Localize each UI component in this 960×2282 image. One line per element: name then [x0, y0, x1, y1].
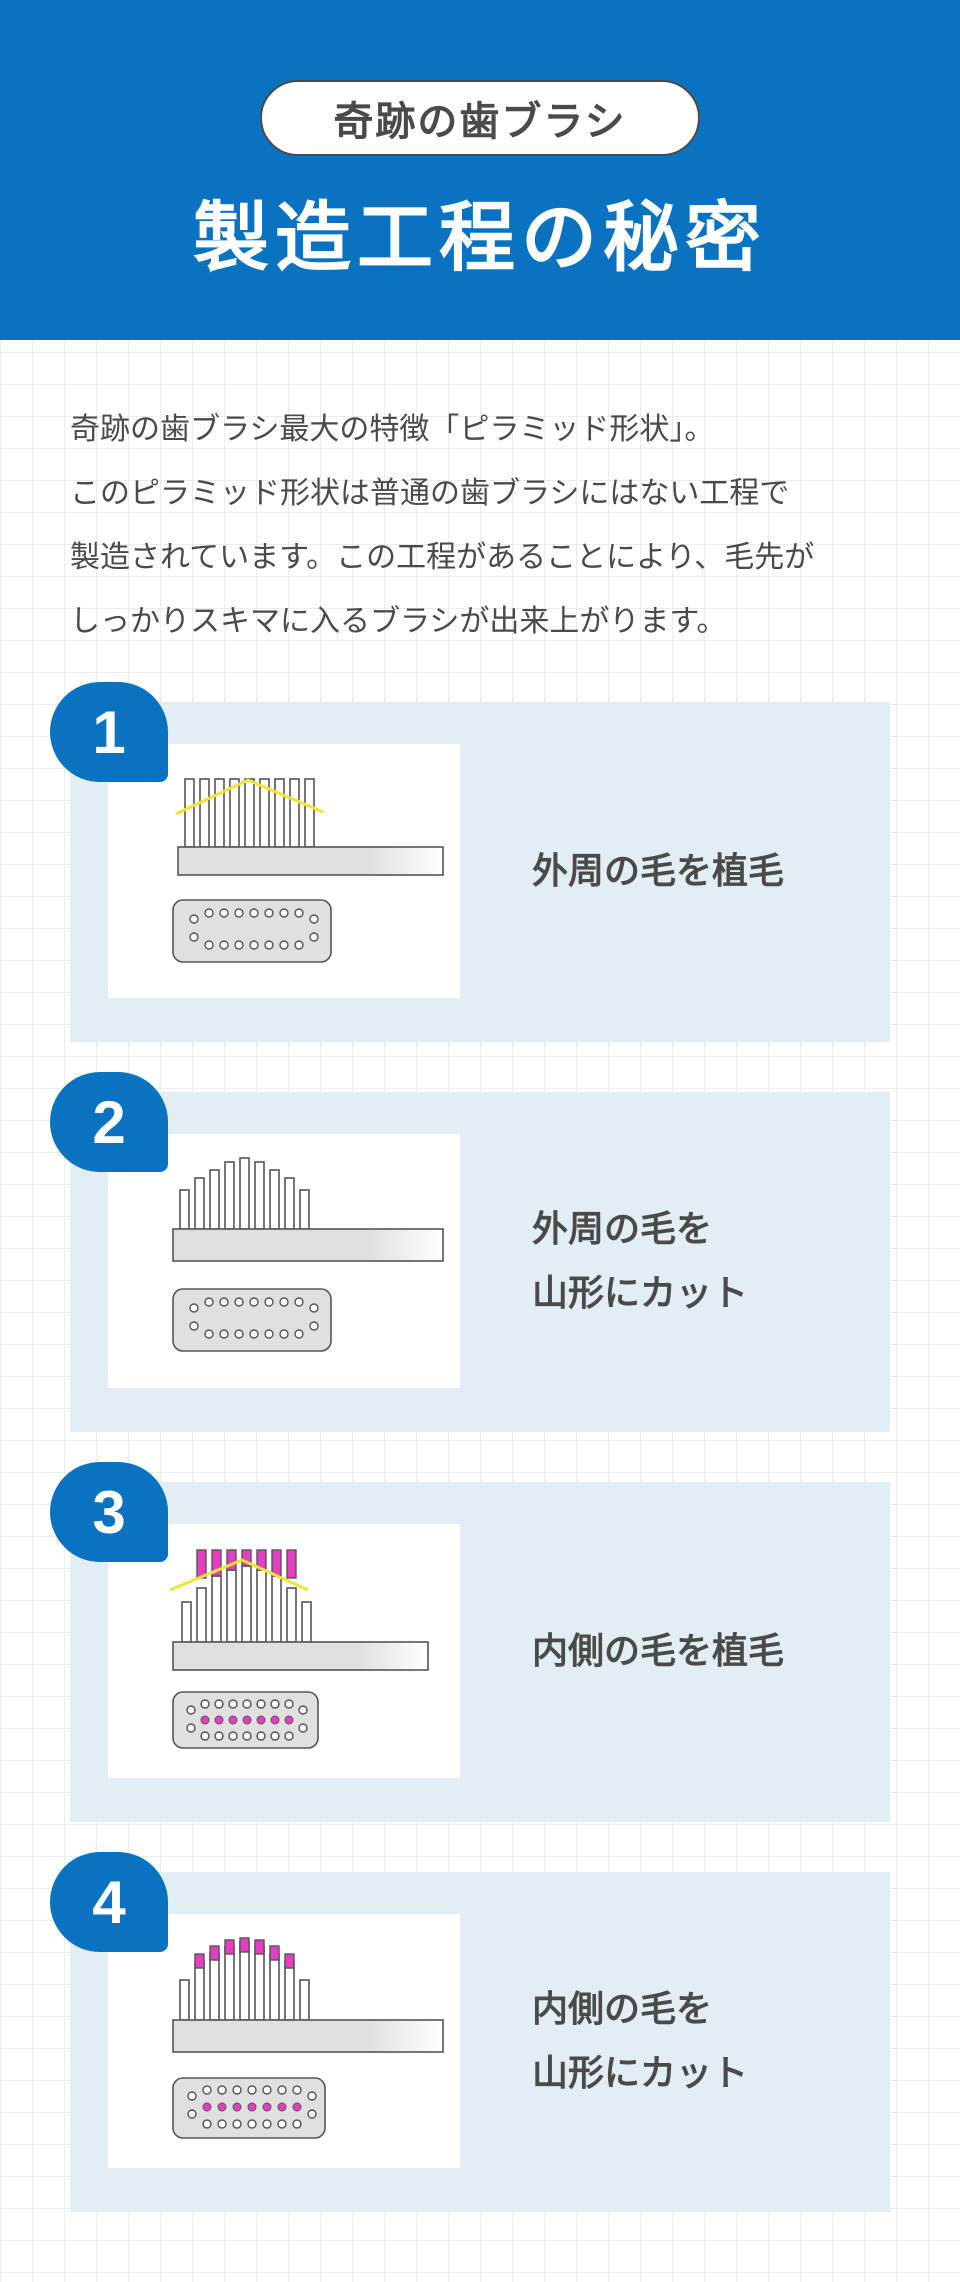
step-card-1: 外周の毛を植毛: [70, 702, 890, 1042]
intro-line: 奇跡の歯ブラシ最大の特徴「ピラミッド形状」。: [70, 412, 715, 447]
toothbrush-bristle-diagram-icon: [172, 1157, 444, 1352]
step-3-text: 内側の毛を植毛: [532, 1482, 872, 1822]
intro-text: 奇跡の歯ブラシ最大の特徴「ピラミッド形状」。 このピラミッド形状は普通の歯ブラシ…: [70, 398, 900, 654]
intro-line: このピラミッド形状は普通の歯ブラシにはない工程で: [70, 476, 790, 511]
toothbrush-bristle-diagram-icon: [172, 1937, 444, 2139]
step-number-badge-2: 2: [50, 1072, 168, 1172]
toothbrush-bristle-diagram-icon: [172, 778, 444, 963]
intro-line: しっかりスキマに入るブラシが出来上がります。: [70, 604, 727, 639]
step-2-text: 外周の毛を 山形にカット: [532, 1092, 872, 1432]
step-label-line: 内側の毛を植毛: [532, 1631, 785, 1672]
header-pill: 奇跡の歯ブラシ: [260, 80, 700, 156]
step-1-text: 外周の毛を植毛: [532, 702, 872, 1042]
step-4-illustration: [108, 1914, 460, 2168]
step-3-illustration: [108, 1524, 460, 1778]
step-number-badge-1: 1: [50, 682, 168, 782]
step-number-badge-4: 4: [50, 1852, 168, 1952]
step-label-line: 外周の毛を植毛: [532, 851, 785, 892]
page-title: 製造工程の秘密: [193, 193, 767, 282]
step-label-line: 外周の毛を: [532, 1209, 713, 1250]
step-label-line: 内側の毛を: [532, 1989, 713, 2030]
step-number-badge-3: 3: [50, 1462, 168, 1562]
step-label-line: 山形にカット: [532, 1273, 749, 1314]
step-2-illustration: [108, 1134, 460, 1388]
intro-line: 製造されています。この工程があることにより、毛先が: [70, 540, 815, 575]
step-card-3: 内側の毛を植毛: [70, 1482, 890, 1822]
header-banner: 奇跡の歯ブラシ 製造工程の秘密: [0, 0, 960, 340]
step-4-text: 内側の毛を 山形にカット: [532, 1872, 872, 2212]
step-label-line: 山形にカット: [532, 2053, 749, 2094]
step-card-2: 外周の毛を 山形にカット: [70, 1092, 890, 1432]
toothbrush-bristle-diagram-icon: [169, 1549, 429, 1749]
step-card-4: 内側の毛を 山形にカット: [70, 1872, 890, 2212]
step-1-illustration: [108, 744, 460, 998]
